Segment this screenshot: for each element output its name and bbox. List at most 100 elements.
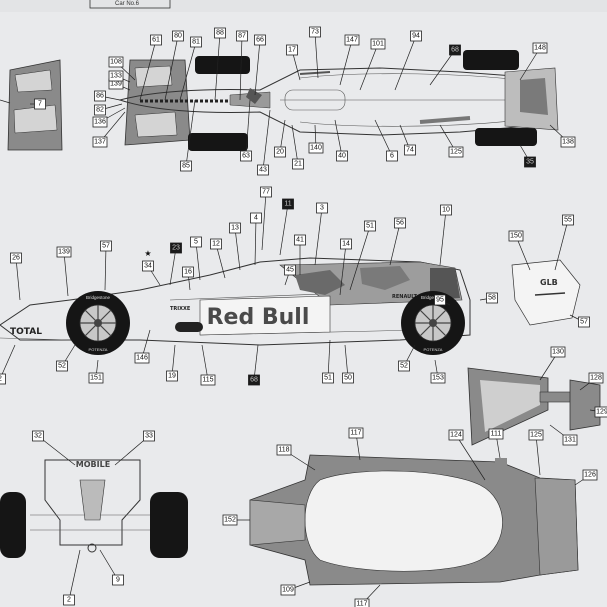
part-number-label: 85 (182, 163, 190, 170)
leader-line (455, 434, 486, 481)
part-number-label: 14 (342, 241, 350, 248)
part-number-label: 66 (256, 37, 264, 44)
part-number-box (276, 444, 292, 456)
part-number-box (190, 36, 202, 48)
part-number-label: 52 (58, 363, 66, 370)
tyre-brand-front: Bridgestone (86, 295, 111, 300)
tyre-brand-rear: Bridgestone (421, 295, 446, 300)
part-number-box (240, 150, 252, 162)
part-number-box (200, 374, 216, 386)
part-number-box (56, 360, 68, 372)
tyre-sub-rear: POTENZA (424, 347, 443, 352)
part-number-box (274, 146, 286, 158)
part-number-box (386, 150, 398, 162)
part-number-box (172, 30, 184, 42)
part-number-label: 153 (432, 375, 444, 382)
part-number-label: 140 (310, 145, 322, 152)
leader-line (389, 222, 401, 266)
part-number-box (170, 242, 182, 254)
front-view-car: MOBILE (0, 459, 188, 558)
part-number-box (486, 292, 498, 304)
leader-line (201, 344, 209, 381)
part-number-label: 115 (202, 377, 213, 384)
leader-line (37, 435, 76, 466)
part-number-box (448, 146, 464, 158)
part-number-box (108, 56, 124, 68)
panel-logo-decal: GLB (540, 278, 558, 287)
part-number-box (94, 104, 106, 116)
part-number-label: 139 (58, 249, 70, 256)
leader-line (254, 39, 261, 96)
part-number-label: 12 (212, 241, 220, 248)
part-number-label: 3 (320, 205, 324, 212)
part-number-label: 43 (259, 167, 267, 174)
part-number-label: 50 (344, 375, 352, 382)
star-marker: ★ (144, 249, 151, 258)
part-number-label: 2 (67, 597, 71, 604)
part-number-box (56, 246, 72, 258)
part-number-box (524, 156, 536, 168)
leader-line (359, 43, 379, 91)
leader-line (374, 119, 393, 157)
part-number-box (248, 374, 260, 386)
part-number-box (88, 372, 104, 384)
part-number-box (430, 372, 446, 384)
part-number-box (150, 34, 162, 46)
part-number-label: 88 (216, 30, 224, 37)
part-number-box (440, 204, 452, 216)
part-number-box (100, 240, 112, 252)
leader-line (291, 124, 299, 165)
part-number-box (404, 144, 416, 156)
leader-line (339, 39, 353, 86)
part-number-label: 23 (172, 245, 180, 252)
header-box (89, 0, 171, 9)
part-number-label: 81 (192, 39, 200, 46)
part-number-label: 6 (390, 153, 394, 160)
part-number-box (286, 44, 298, 56)
red-bull-decal: Red Bull (207, 305, 310, 330)
leader-line (334, 119, 343, 157)
part-number-label: 86 (96, 93, 104, 100)
part-number-box (532, 42, 548, 54)
leader-line (254, 217, 257, 266)
part-number-box (348, 427, 364, 439)
part-number-box (280, 584, 296, 596)
part-number-box (354, 598, 370, 607)
leader-line (239, 35, 243, 101)
part-number-label: 108 (110, 59, 122, 66)
part-number-label: 20 (276, 149, 284, 156)
side-view-car: Red Bull RENAULT TRIXXE TOTAL Bridgeston… (0, 249, 471, 355)
part-number-box (284, 264, 296, 276)
part-number-box (488, 428, 504, 440)
part-number-box (342, 372, 354, 384)
part-number-label: 5 (194, 239, 198, 246)
part-number-box (229, 222, 241, 234)
part-number-label: 52 (400, 363, 408, 370)
part-number-box (370, 38, 386, 50)
part-number-label: 19 (168, 373, 176, 380)
wing-endplate-right (467, 367, 601, 446)
part-number-label: 32 (34, 433, 42, 440)
part-number-box (166, 370, 178, 382)
part-number-label: 118 (278, 447, 289, 454)
part-number-label: 4 (254, 215, 258, 222)
part-number-label: 73 (311, 29, 319, 36)
part-number-box (92, 116, 108, 128)
side-panel-decal: GLB (511, 259, 581, 326)
part-number-label: 117 (350, 430, 361, 437)
tyre-front-view-left (0, 492, 26, 558)
part-number-label: 9 (116, 577, 120, 584)
leader-line (68, 549, 81, 601)
part-number-label: 51 (324, 375, 332, 382)
part-number-box (222, 514, 238, 526)
leader-line (185, 99, 196, 167)
part-number-label: 11 (284, 201, 291, 208)
engine-brand-decal: RENAULT (392, 294, 418, 300)
part-number-box (394, 217, 406, 229)
part-number-label: 35 (526, 159, 534, 166)
tyre-sub-front: POTENZA (89, 347, 108, 352)
part-number-label: 58 (488, 295, 496, 302)
part-number-box (108, 70, 124, 82)
